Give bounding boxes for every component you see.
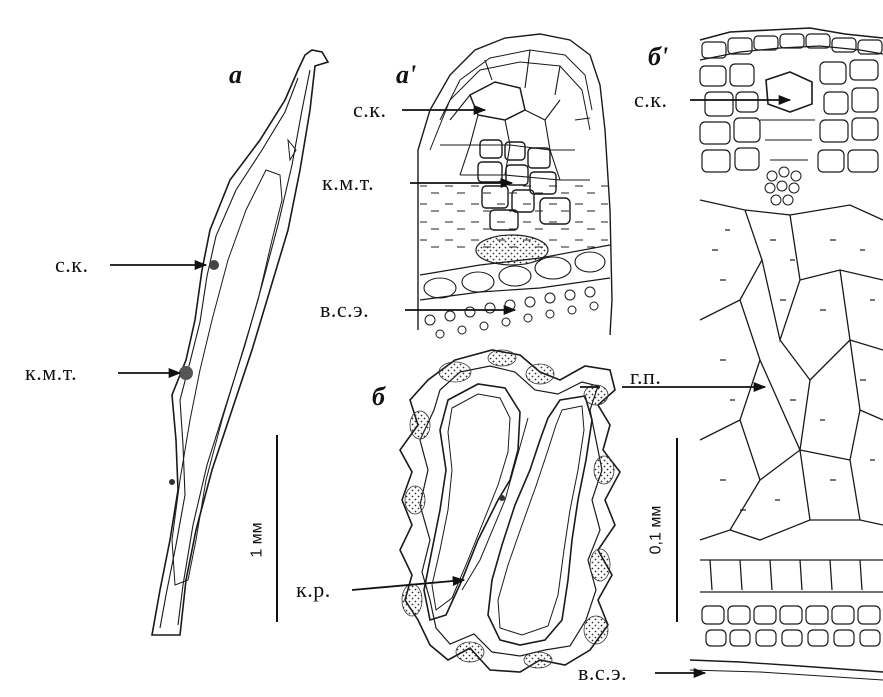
panel-letter-b: б [372, 384, 385, 410]
scale-label-0-1mm: 0,1 мм [648, 506, 664, 555]
scale-label-1mm: 1 мм [250, 522, 266, 557]
panel-letter-b-prime: б' [648, 44, 668, 70]
panel-b-prime-drawing [690, 28, 883, 680]
label-sk-b-prime: с.к. [634, 89, 667, 111]
label-vse-b-prime: в.с.э. [578, 662, 627, 684]
panel-b-drawing [400, 350, 620, 672]
panel-a-prime-drawing [418, 34, 612, 338]
label-kmt-a: к.м.т. [25, 362, 77, 384]
label-sk-a: с.к. [55, 254, 88, 276]
label-vse-a-prime: в.с.э. [320, 299, 369, 321]
label-kmt-a-prime: к.м.т. [322, 172, 374, 194]
panel-letter-a: а [229, 62, 242, 88]
label-sk-a-prime: с.к. [353, 99, 386, 121]
panel-letter-a-prime: а' [396, 62, 416, 88]
label-gp: г.п. [630, 366, 661, 388]
label-kr: к.р. [296, 579, 331, 601]
panel-a-leaf-drawing [152, 50, 328, 635]
